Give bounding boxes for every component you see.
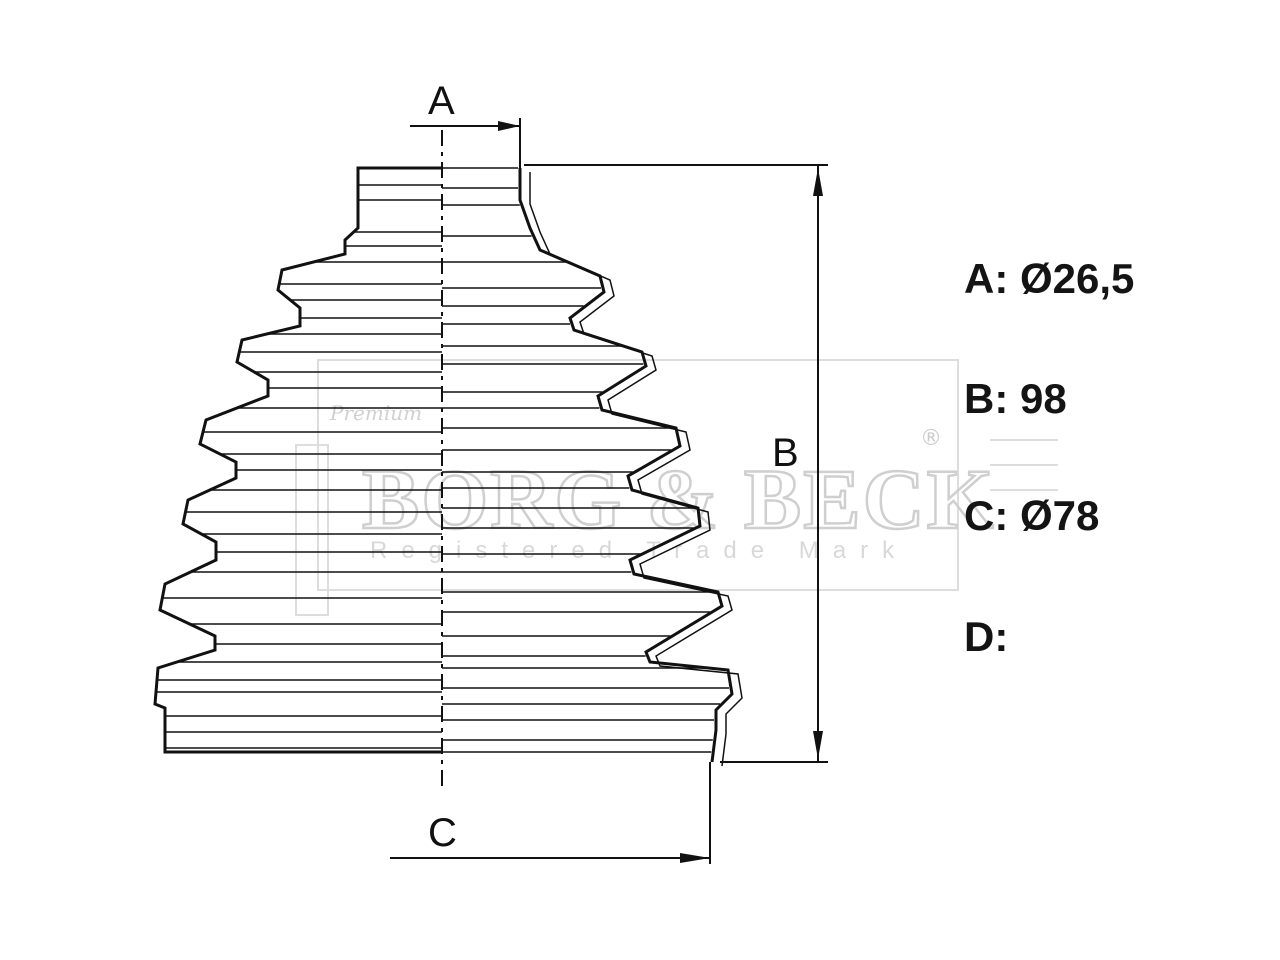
- spec-b: B: 98: [964, 378, 1067, 420]
- spec-c: C: Ø78: [964, 495, 1099, 537]
- dimension-b-arrow-bottom: [813, 731, 823, 759]
- brand-watermark: Premium BORG & BECK ® Registered Trade M…: [295, 359, 1058, 616]
- watermark-tagline: Registered Trade Mark: [370, 537, 908, 564]
- watermark-brand: BORG & BECK: [362, 451, 996, 547]
- boot-left-outline: [153, 166, 442, 754]
- boot-right-half: [442, 167, 729, 753]
- spec-b-label: B:: [964, 375, 1009, 422]
- cv-boot: [153, 166, 743, 767]
- spec-a-label: A:: [964, 255, 1009, 302]
- watermark-left-bracket: [295, 444, 329, 616]
- spec-a: A: Ø26,5: [964, 258, 1134, 300]
- dimension-c: C: [390, 762, 711, 864]
- boot-left-half: [153, 166, 442, 754]
- watermark-script: Premium: [329, 401, 422, 425]
- dimension-a: A: [410, 79, 521, 175]
- dimension-c-arrow: [680, 853, 710, 863]
- spec-d: D:: [964, 616, 1008, 658]
- dimension-a-letter: A: [428, 79, 455, 123]
- watermark-frame: [317, 359, 959, 591]
- dimension-b-arrow-top: [813, 168, 823, 196]
- boot-right-profile: [518, 168, 734, 763]
- spec-b-value: 98: [1020, 375, 1067, 422]
- dimension-a-arrow: [498, 121, 520, 131]
- spec-d-label: D:: [964, 613, 1009, 660]
- spec-c-value: Ø78: [1020, 492, 1100, 539]
- dimension-b-letter: B: [772, 431, 799, 475]
- dimension-c-letter: C: [428, 811, 457, 855]
- spec-a-value: Ø26,5: [1020, 255, 1135, 302]
- watermark-registered-symbol: ®: [920, 426, 942, 451]
- spec-c-label: C:: [964, 492, 1009, 539]
- boot-right-profile-inner: [529, 172, 743, 767]
- dimension-b: B: [524, 164, 828, 763]
